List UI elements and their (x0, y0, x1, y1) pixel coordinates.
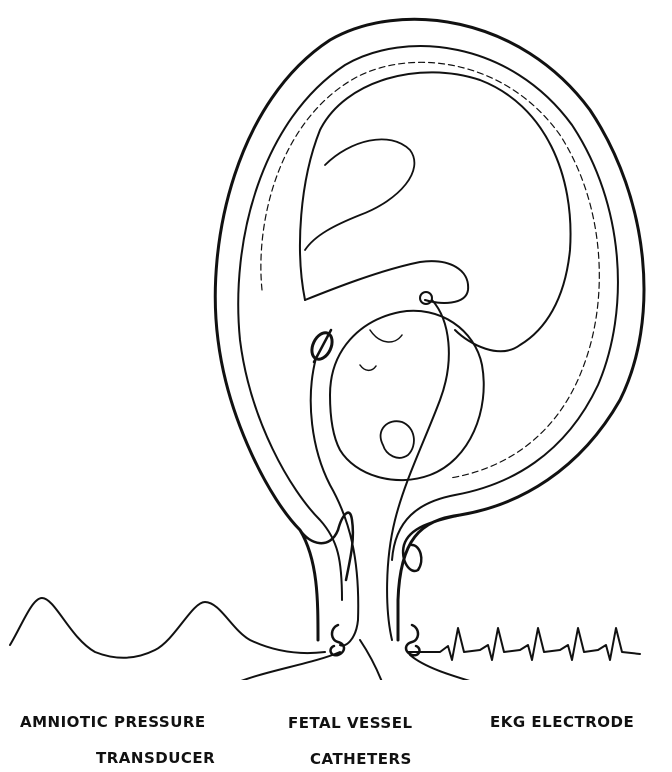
uterus-outer-wall (215, 19, 644, 640)
amniotic-label-line1: AMNIOTIC PRESSURE (20, 713, 215, 731)
fetus-limb (305, 261, 468, 303)
transducer-cable (225, 652, 340, 680)
ekg-coil-right (406, 625, 419, 655)
ekg-label-line1: EKG ELECTRODE (490, 713, 634, 731)
fetal-monitoring-diagram (0, 0, 672, 680)
amniotic-label-line2: TRANSDUCER (20, 749, 215, 767)
fetus-body (300, 72, 571, 351)
ekg-waveform (408, 628, 640, 660)
fetal-label-line2: CATHETERS (288, 750, 413, 768)
amniotic-pressure-transducer-label: AMNIOTIC PRESSURE TRANSDUCER (20, 713, 215, 767)
transducer-coil-left (331, 625, 344, 655)
fetal-label-line1: FETAL VESSEL (288, 714, 413, 732)
catheter-cable (360, 640, 385, 680)
ekg-electrode-ring (420, 292, 432, 304)
fetus-ear (381, 421, 414, 458)
fetal-vessel-catheters-label: FETAL VESSEL CATHETERS (288, 714, 413, 768)
amniotic-pressure-waveform (10, 598, 325, 658)
fetus-leg (305, 139, 414, 250)
fetus-face (360, 330, 402, 370)
uterus-inner-wall (238, 46, 618, 600)
ekg-electrode-label: EKG ELECTRODE (490, 713, 634, 731)
